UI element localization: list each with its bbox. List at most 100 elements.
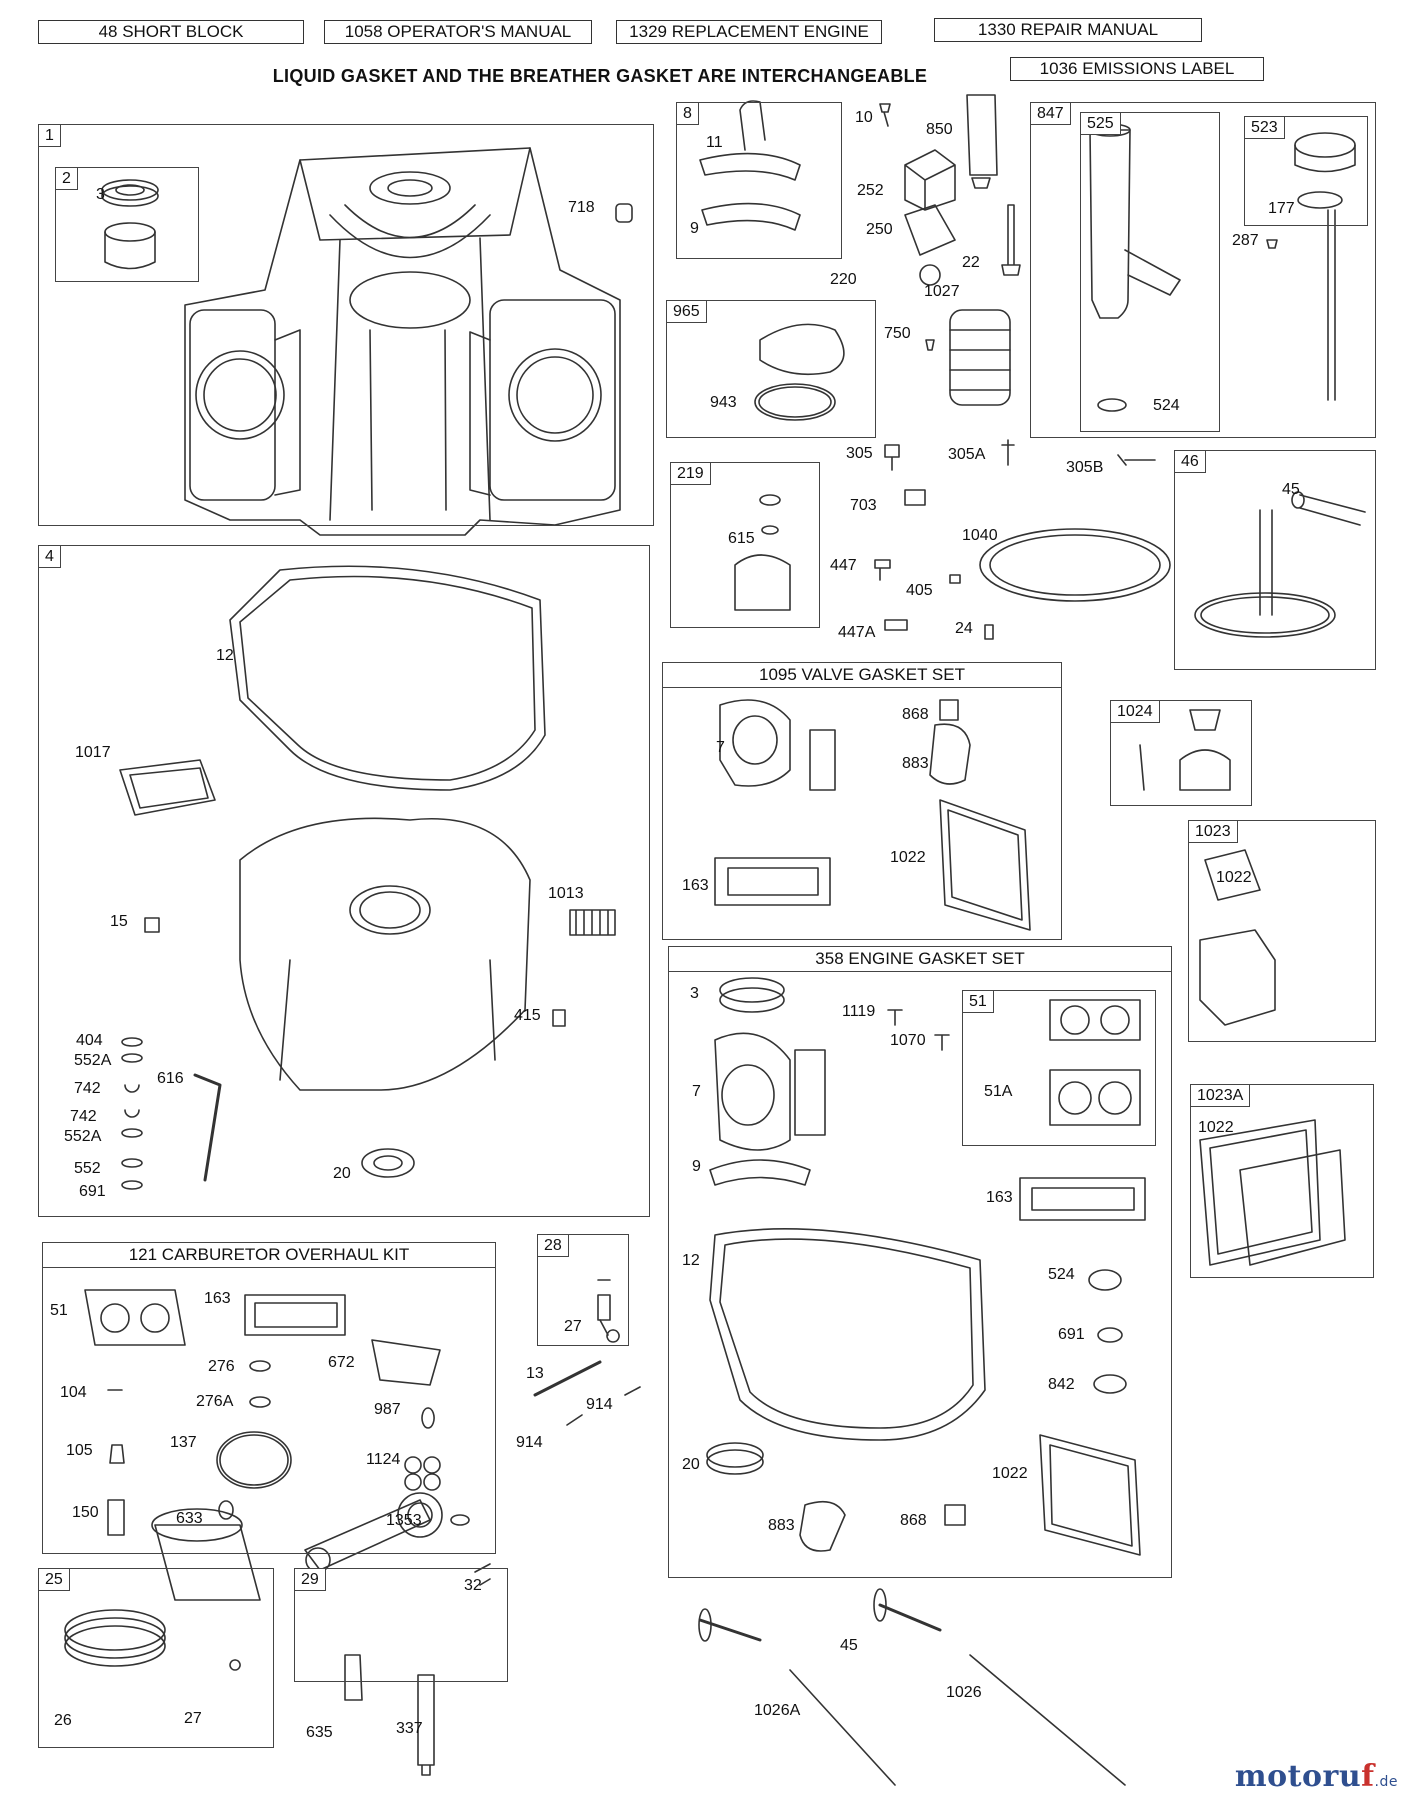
part-943-label: 943 [710,394,737,411]
part-105-label: 105 [66,1442,93,1459]
group-28-tag: 28 [537,1234,569,1257]
watermark-name: motoru [1234,1759,1362,1794]
part-405-label: 405 [906,582,933,599]
part-616-label: 616 [157,1070,184,1087]
part-7-label: 7 [716,739,725,756]
part-305-label: 305 [846,445,873,462]
group-219-box: 219 [670,462,820,628]
part-220-label: 220 [830,271,857,288]
group-219-tag: 219 [670,462,711,485]
carburetor-overhaul-kit-title: 121 CARBURETOR OVERHAUL KIT [43,1243,495,1268]
interchangeable-note: LIQUID GASKET AND THE BREATHER GASKET AR… [272,66,928,86]
valve-gasket-set-box: 1095 VALVE GASKET SET [662,662,1062,940]
part-672-label: 672 [328,1354,355,1371]
part-15-label: 15 [110,913,128,930]
part-1040-label: 1040 [962,527,998,544]
valve-gasket-set-title: 1095 VALVE GASKET SET [663,663,1061,688]
part-163-label: 163 [682,877,709,894]
part-250-label: 250 [866,221,893,238]
watermark-tld: .de [1374,1774,1398,1790]
part-1017-label: 1017 [75,744,111,761]
part-104-label: 104 [60,1384,87,1401]
group-847-tag: 847 [1030,102,1071,125]
part-3-label: 3 [96,186,105,203]
part-24-label: 24 [955,620,973,637]
part-415-label: 415 [514,1007,541,1024]
part-914b-label: 914 [516,1434,543,1451]
operators-manual-label: 1058 OPERATOR'S MANUAL [324,20,592,44]
part-13-label: 13 [526,1365,544,1382]
part-305b-label: 305B [1066,459,1104,476]
group-51-tag: 51 [962,990,994,1013]
part-7b-label: 7 [692,1083,701,1100]
part-177-label: 177 [1268,200,1295,217]
part-552-label: 552 [74,1160,101,1177]
part-51-label: 51 [50,1302,68,1319]
group-1024-box: 1024 [1110,700,1252,806]
group-1023a-box: 1023A [1190,1084,1374,1278]
part-742-label: 742 [74,1080,101,1097]
replacement-engine-label: 1329 REPLACEMENT ENGINE [616,20,882,44]
part-635-label: 635 [306,1724,333,1741]
part-1124-label: 1124 [366,1451,401,1468]
part-22-label: 22 [962,254,980,271]
group-847-box: 847 [1030,102,1376,438]
group-46-tag: 46 [1174,450,1206,473]
part-883-label: 883 [902,755,929,772]
part-691b-label: 691 [1058,1326,1085,1343]
group-25-box: 25 [38,1568,274,1748]
engine-gasket-set-box: 358 ENGINE GASKET SET [668,946,1172,1578]
group-25-tag: 25 [38,1568,70,1591]
group-2-tag: 2 [55,167,78,190]
group-4-box: 4 [38,545,650,1217]
group-1024-tag: 1024 [1110,700,1160,723]
part-337-label: 337 [396,1720,423,1737]
part-1022-label: 1022 [890,849,926,866]
group-1-box: 1 [38,124,654,526]
part-305a-label: 305A [948,446,986,463]
part-1022d-label: 1022 [992,1465,1028,1482]
part-447-label: 447 [830,557,857,574]
part-27-label: 27 [564,1318,582,1335]
part-163b-label: 163 [986,1189,1013,1206]
group-4-tag: 4 [38,545,61,568]
engine-gasket-set-title: 358 ENGINE GASKET SET [669,947,1171,972]
part-12-label: 12 [216,647,234,664]
group-1023-tag: 1023 [1188,820,1238,843]
group-8-box: 8 [676,102,842,259]
group-523-box: 523 [1244,116,1368,226]
group-46-box: 46 [1174,450,1376,670]
part-137-label: 137 [170,1434,197,1451]
part-987-label: 987 [374,1401,401,1418]
part-32-label: 32 [464,1577,482,1594]
watermark-logo: motoruf.de [1235,1759,1398,1794]
group-8-tag: 8 [676,102,699,125]
part-552ab-label: 552A [64,1128,102,1145]
part-703-label: 703 [850,497,877,514]
part-252-label: 252 [857,182,884,199]
repair-manual-label: 1330 REPAIR MANUAL [934,18,1202,42]
part-9b-label: 9 [692,1158,701,1175]
part-868-label: 868 [902,706,929,723]
emissions-label: 1036 EMISSIONS LABEL [1010,57,1264,81]
part-12b-label: 12 [682,1252,700,1269]
group-51-box: 51 [962,990,1156,1146]
part-287-label: 287 [1232,232,1259,249]
group-1-tag: 1 [38,124,61,147]
part-718-label: 718 [568,199,595,216]
part-9-label: 9 [690,220,699,237]
part-868b-label: 868 [900,1512,927,1529]
part-1022c-label: 1022 [1198,1119,1234,1136]
part-27b-label: 27 [184,1710,202,1727]
part-11-label: 11 [706,134,723,151]
part-1026a-label: 1026A [754,1702,801,1719]
part-276a-label: 276A [196,1393,234,1410]
group-28-box: 28 [537,1234,629,1346]
part-1026-label: 1026 [946,1684,982,1701]
part-615-label: 615 [728,530,755,547]
part-1013-label: 1013 [548,885,584,902]
part-447a-label: 447A [838,624,876,641]
part-1353-label: 1353 [386,1512,422,1529]
part-150-label: 150 [72,1504,99,1521]
